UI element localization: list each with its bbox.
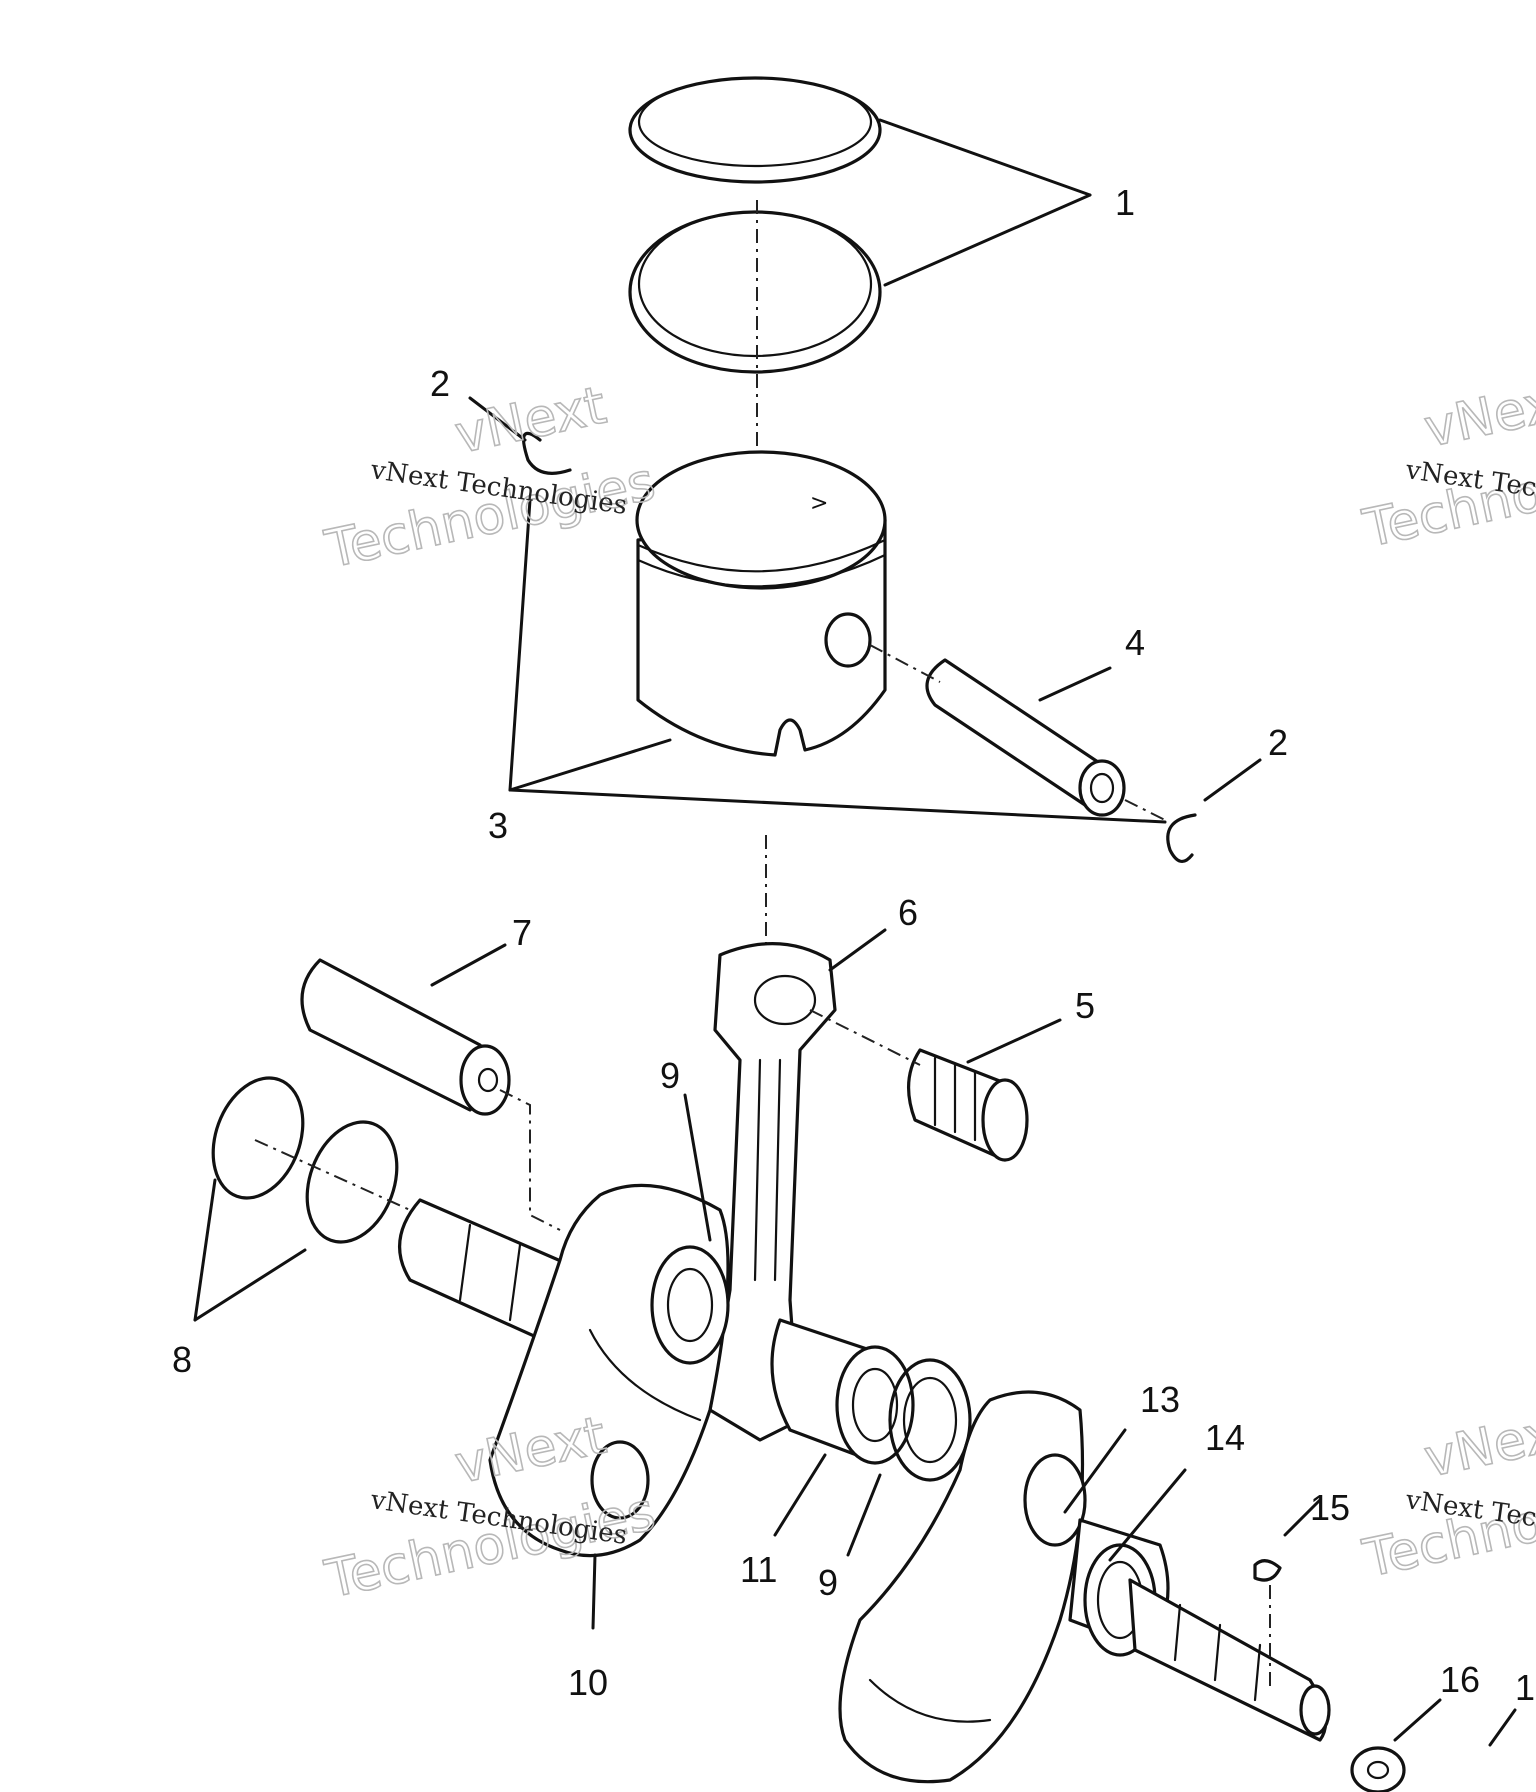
callout-16: 16	[1440, 1659, 1480, 1700]
piston-arrow-mark: >	[810, 491, 828, 516]
watermark-top-word: vNext	[450, 376, 611, 466]
shim-ring-inner	[305, 1120, 399, 1244]
crankshaft-left-half	[398, 1183, 730, 1558]
shim-ring-outer	[211, 1076, 305, 1200]
watermark-top-right: vNext Technologies	[1357, 369, 1536, 561]
callout-4: 4	[1125, 622, 1145, 663]
circlip-left	[521, 431, 572, 475]
needle-bearing-small	[809, 1009, 1029, 1162]
callout-5: 5	[1075, 985, 1095, 1026]
callout-7: 7	[512, 912, 532, 953]
piston-ring-bottom	[628, 210, 882, 374]
watermark-bottom-right: vNext Technologies	[1357, 1399, 1536, 1591]
piston: >	[635, 450, 887, 757]
callout-15: 15	[1310, 1487, 1350, 1528]
callout-9-lower: 9	[818, 1562, 838, 1603]
crankshaft-right-half	[838, 1390, 1331, 1784]
callout-9-upper: 9	[660, 1055, 680, 1096]
callout-17-partial: 1	[1515, 1667, 1535, 1708]
crank-bearings	[770, 1318, 972, 1482]
callout-6: 6	[898, 892, 918, 933]
callout-11: 11	[740, 1549, 777, 1590]
callout-2-left: 2	[430, 363, 450, 404]
callout-13: 13	[1140, 1379, 1180, 1420]
piston-ring-top	[628, 76, 882, 184]
callout-8: 8	[172, 1339, 192, 1380]
crank-pin	[300, 958, 561, 1231]
leader-lines	[193, 118, 1517, 1747]
watermark-top-word: vNext	[1419, 1399, 1536, 1489]
callout-3: 3	[488, 805, 508, 846]
circlip-right	[1166, 813, 1197, 863]
callout-1: 1	[1115, 182, 1135, 223]
callout-10: 10	[568, 1662, 608, 1703]
watermark-top-word: vNext	[1419, 369, 1536, 459]
callout-14: 14	[1205, 1417, 1245, 1458]
wrist-pin	[869, 644, 1166, 821]
washer	[1350, 1746, 1406, 1792]
woodruff-key	[1253, 1559, 1282, 1582]
callout-2-right: 2	[1268, 722, 1288, 763]
